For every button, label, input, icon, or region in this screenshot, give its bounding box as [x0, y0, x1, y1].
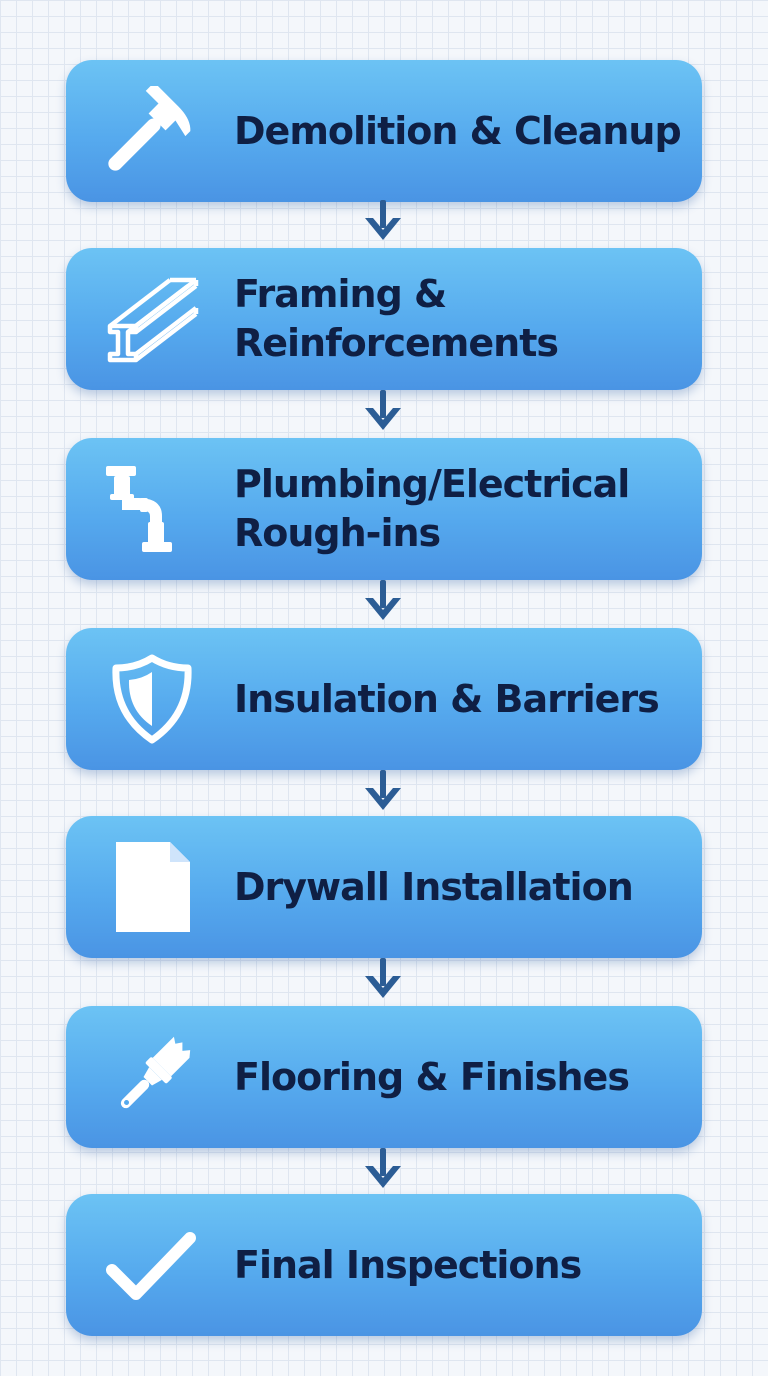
step-demolition-cleanup: Demolition & Cleanup [66, 60, 702, 202]
checkmark-icon [102, 1220, 202, 1310]
step-label: Framing & Reinforcements [234, 272, 559, 365]
step-label: Drywall Installation [234, 864, 634, 909]
down-arrow-icon [365, 770, 401, 810]
down-arrow-icon [365, 580, 401, 620]
drywall-sheet-icon [102, 842, 202, 932]
down-arrow-icon [365, 958, 401, 998]
step-framing-reinforcements: Framing & Reinforcements [66, 248, 702, 390]
step-label: Insulation & Barriers [234, 676, 660, 721]
step-label: Plumbing/Electrical Rough-ins [234, 462, 630, 555]
pipe-icon [102, 464, 202, 554]
down-arrow-icon [365, 390, 401, 430]
step-flooring-finishes: Flooring & Finishes [66, 1006, 702, 1148]
step-plumbing-electrical: Plumbing/Electrical Rough-ins [66, 438, 702, 580]
down-arrow-icon [365, 200, 401, 240]
shield-icon [102, 654, 202, 744]
paintbrush-icon [102, 1032, 202, 1122]
step-insulation-barriers: Insulation & Barriers [66, 628, 702, 770]
steel-beam-icon [102, 274, 202, 364]
hammer-icon [102, 86, 202, 176]
step-label: Final Inspections [234, 1242, 582, 1287]
step-drywall-installation: Drywall Installation [66, 816, 702, 958]
step-label: Demolition & Cleanup [234, 108, 682, 153]
step-label: Flooring & Finishes [234, 1054, 630, 1099]
step-final-inspections: Final Inspections [66, 1194, 702, 1336]
down-arrow-icon [365, 1148, 401, 1188]
